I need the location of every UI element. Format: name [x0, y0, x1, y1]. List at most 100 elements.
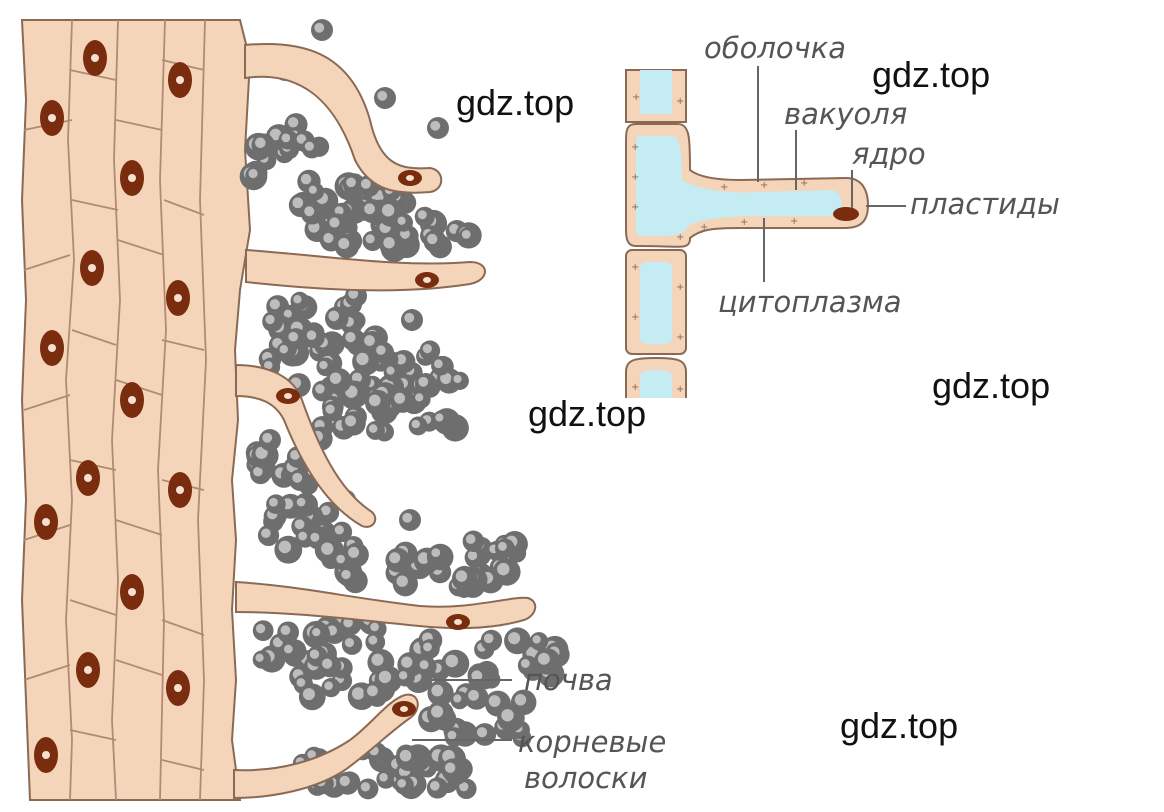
soil-particle-highlight [338, 237, 350, 250]
bottom-cell-vacuole [640, 370, 672, 398]
soil-particle-highlight [427, 233, 438, 245]
soil-particle-highlight [459, 782, 469, 792]
soil-particle-highlight [328, 310, 340, 322]
soil-particle-highlight [365, 234, 375, 244]
nucleus-icon [120, 574, 144, 610]
soil-particle-highlight [364, 203, 375, 215]
soil-particle-highlight [343, 617, 353, 628]
soil-particle-highlight [314, 22, 325, 33]
upper-cell-vacuole [640, 70, 672, 114]
svg-text:+: + [676, 332, 684, 343]
svg-text:+: + [631, 172, 639, 183]
soil-particle-highlight [322, 658, 333, 669]
nucleus-icon [168, 62, 192, 98]
soil-particle-highlight [255, 137, 266, 149]
right-pointer-lines [757, 66, 906, 282]
soil-particle-highlight [488, 695, 501, 707]
nucleus-icon [76, 460, 100, 496]
hair-cell-vacuole [636, 136, 842, 236]
svg-text:+: + [720, 182, 728, 193]
cell-walls [23, 19, 207, 801]
cell-nuclei [34, 40, 192, 773]
nucleus-icon [168, 472, 192, 508]
soil-particle-highlight [419, 660, 429, 670]
soil-particle-highlight [397, 216, 406, 225]
soil-particle-highlight [269, 497, 278, 507]
nucleus-icon [76, 652, 100, 688]
soil-particle-highlight [398, 671, 408, 680]
watermark: gdz.top [456, 82, 575, 123]
nucleus-icon [40, 100, 64, 136]
root-hair [244, 42, 443, 194]
soil-particle-highlight [417, 210, 427, 220]
nucleus-icon [392, 701, 416, 717]
svg-text:+: + [631, 312, 639, 323]
soil-particle-highlight [334, 206, 344, 216]
soil-particle-highlight [283, 309, 292, 318]
soil-particle-highlight [278, 540, 292, 554]
watermark: gdz.top [932, 365, 1051, 406]
soil-particle-highlight [293, 295, 302, 304]
soil-particle-highlight [399, 749, 412, 762]
soil-particle-highlight [397, 778, 407, 788]
label-root-hairs-line1: корневые [518, 725, 666, 759]
soil-particle-highlight [514, 694, 527, 706]
soil-particle-highlight [294, 519, 305, 530]
soil-particle-highlight [345, 331, 356, 343]
soil-particle-highlight [537, 652, 550, 665]
soil-particle-highlight [279, 345, 288, 354]
left-pointer-lines [412, 679, 512, 741]
soil-particle-highlight [344, 638, 355, 648]
soil-particle-highlight [329, 372, 342, 384]
soil-particle-highlight [433, 359, 443, 369]
nucleus-icon [34, 737, 58, 773]
soil-particle-highlight [360, 178, 371, 189]
soil-particle-highlight [368, 635, 378, 645]
soil-particle-highlight [296, 134, 307, 144]
soil-particle-highlight [497, 562, 510, 576]
soil-particle-highlight [348, 288, 359, 299]
soil-particle-highlight [501, 709, 514, 722]
soil-particle-highlight [308, 185, 317, 194]
soil-particle-highlight [376, 345, 386, 355]
soil-particle-highlight [320, 505, 331, 516]
soil-particle-highlight [444, 762, 456, 773]
soil-particle-highlight [431, 684, 444, 697]
soil-particle-highlight [411, 419, 421, 429]
nucleus-icon [276, 388, 300, 404]
soil-particle-highlight [435, 413, 444, 422]
soil-particle-highlight [370, 622, 379, 632]
soil-particle-highlight [379, 773, 388, 782]
soil-particle-highlight [346, 177, 356, 188]
nucleus-icon [40, 330, 64, 366]
nucleus-icon [166, 280, 190, 316]
soil-particle-highlight [455, 570, 468, 582]
soil-particle-highlight [508, 632, 521, 645]
soil-particle-highlight [329, 217, 340, 228]
label-plastids: пластиды [910, 187, 1060, 221]
soil-particle-highlight [378, 670, 392, 684]
soil-particle-highlight [262, 432, 273, 443]
soil-particle-highlight [431, 705, 444, 718]
soil-particle-highlight [287, 117, 299, 128]
soil-particle-highlight [386, 366, 395, 375]
svg-text:+: + [760, 180, 768, 191]
soil-particle-highlight [468, 689, 479, 701]
soil-particle-highlight [345, 415, 357, 427]
soil-particle-highlight [264, 361, 273, 370]
soil-particle-highlight [319, 360, 328, 370]
soil-particle-highlight [415, 393, 424, 402]
soil-particle-highlight [431, 548, 441, 558]
soil-particles [239, 19, 570, 800]
soil-particle-highlight [248, 168, 258, 179]
nucleus-icon [120, 382, 144, 418]
soil-particle-highlight [288, 331, 299, 342]
soil-particle-highlight [325, 404, 335, 414]
watermark: gdz.top [840, 705, 959, 746]
soil-particle-highlight [381, 204, 395, 217]
root-hair [245, 248, 486, 292]
soil-particle-highlight [447, 730, 457, 740]
soil-particle-highlight [422, 344, 432, 354]
soil-particle-highlight [445, 654, 459, 668]
soil-particle-highlight [307, 750, 316, 759]
